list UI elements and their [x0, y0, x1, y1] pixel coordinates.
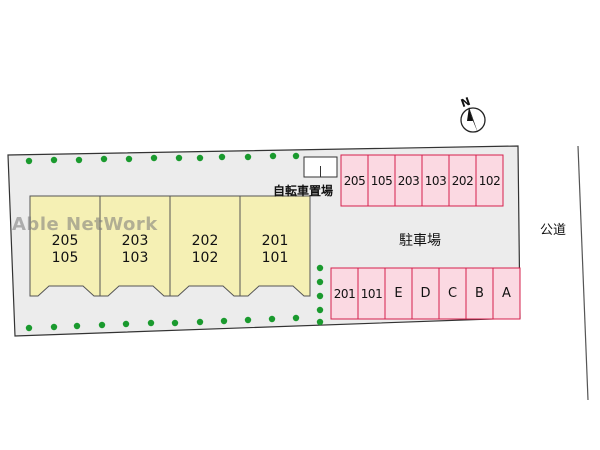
- parking-lot-label: 駐車場: [399, 233, 441, 249]
- bicycle-parking-shed: [303, 156, 338, 178]
- parking-slot-label: 203: [397, 174, 420, 188]
- hedge-top: [25, 152, 300, 165]
- parking-slot-label: 202: [451, 174, 474, 188]
- unit-upper: 203: [121, 233, 149, 249]
- public-road-edge: [577, 145, 589, 401]
- bicycle-parking-label: 自転車置場: [273, 184, 334, 198]
- parking-slot-label: 102: [478, 174, 501, 188]
- hedge-bottom: [25, 314, 300, 332]
- parking-slot-label: C: [447, 286, 458, 301]
- unit-lower: 103: [121, 250, 149, 266]
- building-201-101: [239, 195, 311, 297]
- parking-slot-label: E: [394, 286, 403, 301]
- building-label: 205 105: [30, 233, 100, 267]
- parking-slot-label: B: [475, 286, 484, 301]
- parking-slot-label: 105: [370, 174, 393, 188]
- unit-upper: 202: [191, 233, 219, 249]
- parking-slot-label: 205: [343, 174, 366, 188]
- building-label: 201 101: [240, 233, 310, 267]
- parking-slot-label: D: [420, 286, 431, 301]
- unit-upper: 201: [261, 233, 289, 249]
- parking-slot-label: 103: [424, 174, 447, 188]
- bottom-parking-row: [330, 267, 521, 320]
- hedge-side: [316, 264, 324, 326]
- watermark: Able NetWork: [12, 214, 158, 235]
- public-road-label: 公道: [540, 223, 567, 238]
- building-blocks: [29, 195, 311, 297]
- building-label: 203 103: [100, 233, 170, 267]
- north-arrow-icon: [460, 107, 486, 133]
- parking-slot-label: 101: [360, 287, 383, 301]
- unit-lower: 102: [191, 250, 219, 266]
- unit-upper: 205: [51, 233, 79, 249]
- parking-slot-label: 201: [333, 287, 356, 301]
- unit-lower: 101: [261, 250, 289, 266]
- building-label: 202 102: [170, 233, 240, 267]
- top-parking-row: [340, 154, 504, 207]
- unit-lower: 105: [51, 250, 79, 266]
- parking-slot-label: A: [502, 286, 511, 301]
